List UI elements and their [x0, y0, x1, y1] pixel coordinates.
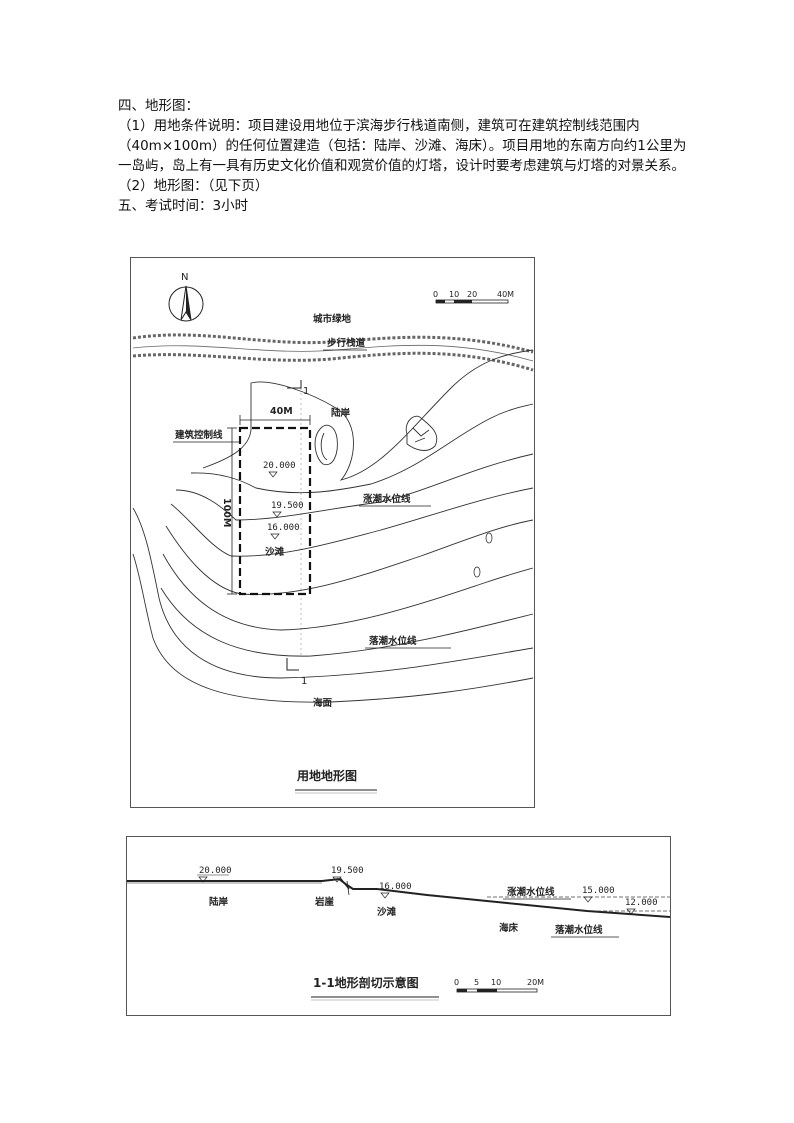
scale-bar — [435, 299, 509, 304]
building-control-line — [238, 426, 312, 596]
scale-tick-10: 10 — [449, 290, 459, 299]
beach-label: 沙滩 — [265, 546, 285, 558]
site-conditions-paragraph: （1）用地条件说明：项目建设用地位于滨海步行栈道南侧，建筑可在建筑控制线范围内（… — [118, 118, 687, 174]
high-tide-label: 涨潮水位线 — [363, 493, 411, 505]
width-dim-label: 40M — [270, 406, 293, 417]
boat-icon — [485, 532, 493, 544]
terrain-map-note: （2）地形图：（见下页） — [118, 178, 269, 194]
contour-lines — [132, 349, 534, 703]
north-label: N — [181, 272, 188, 283]
section-mark-bottom: 1 — [301, 676, 307, 687]
land-label: 陆岸 — [331, 407, 351, 419]
elev-cliff-label: 19.500 — [271, 501, 304, 511]
sec-scale-10: 10 — [491, 978, 501, 987]
terrain-section-diagram: 20.000 陆岸 19.500 岩崖 16.000 沙滩 涨潮水位线 15.0… — [126, 836, 671, 1016]
low-tide-label: 落潮水位线 — [369, 635, 417, 647]
north-arrow-icon — [168, 285, 204, 322]
terrain-profile — [127, 877, 671, 918]
boat-icon — [473, 566, 481, 578]
site-map-svg: N 0 10 20 40M 城市绿地 步行栈道 — [132, 272, 534, 794]
sec-high-tide-label: 涨潮水位线 — [507, 886, 555, 898]
sec-beach-label: 沙滩 — [377, 906, 397, 918]
scale-tick-0: 0 — [433, 290, 438, 299]
sec-seabed-label: 海床 — [499, 922, 519, 934]
length-dim-label: 100M — [221, 498, 232, 527]
length-dimension — [227, 427, 237, 595]
sec-elev-cliff: 19.500 — [331, 866, 364, 876]
boardwalk-label: 步行栈道 — [327, 337, 366, 349]
sec-scale-0: 0 — [454, 978, 459, 987]
map-title: 用地地形图 — [296, 768, 357, 783]
sec-low-tide-label: 落潮水位线 — [555, 924, 603, 936]
rock-formation — [314, 424, 338, 466]
scale-tick-20: 20 — [467, 290, 477, 299]
section-svg: 20.000 陆岸 19.500 岩崖 16.000 沙滩 涨潮水位线 15.0… — [127, 866, 671, 1001]
heading-exam-time: 五、考试时间：3小时 — [118, 198, 249, 214]
scale-tick-40: 40M — [497, 290, 514, 299]
sec-cliff-label: 岩崖 — [314, 896, 335, 908]
sec-scale-20: 20M — [527, 978, 544, 987]
sec-elev-beach: 16.000 — [379, 882, 412, 892]
heading-terrain: 四、地形图： — [118, 98, 199, 114]
section-mark-top: 1 — [303, 386, 309, 397]
width-dimension — [239, 415, 311, 425]
control-line-label: 建筑控制线 — [174, 429, 223, 441]
sec-elev-land: 20.000 — [199, 866, 232, 876]
section-cut-line — [286, 380, 302, 671]
sec-elev-low: 12.000 — [625, 898, 658, 908]
section-title: 1-1地形剖切示意图 — [313, 975, 419, 990]
site-topographic-map: N 0 10 20 40M 城市绿地 步行栈道 — [130, 257, 535, 808]
exam-text: 四、地形图： （1）用地条件说明：项目建设用地位于滨海步行栈道南侧，建筑可在建筑… — [118, 96, 688, 216]
elev-land-label: 20.000 — [263, 461, 296, 471]
sec-elev-high: 15.000 — [582, 886, 615, 896]
islet-rocks — [405, 415, 438, 451]
sec-land-label: 陆岸 — [209, 896, 229, 908]
city-green-label: 城市绿地 — [313, 313, 352, 325]
sec-scale-5: 5 — [474, 978, 479, 987]
sea-label: 海面 — [313, 697, 333, 709]
section-scale-bar — [456, 988, 538, 993]
elev-beach-label: 16.000 — [267, 523, 300, 533]
